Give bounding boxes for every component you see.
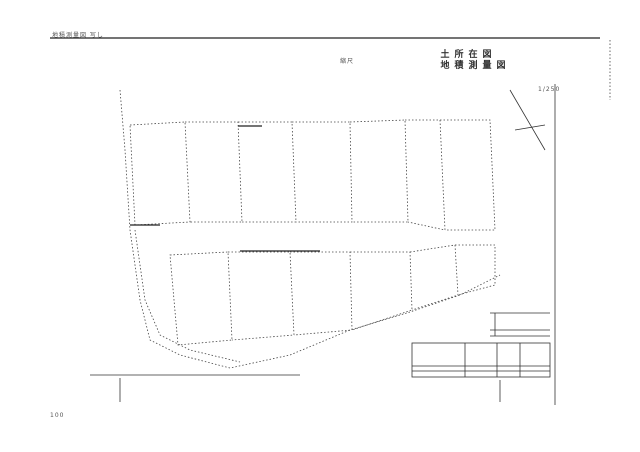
lots-top-row <box>129 119 496 231</box>
surveyor-block <box>90 374 501 402</box>
title-char: 土 <box>440 50 450 60</box>
area-table <box>411 342 551 378</box>
scale-value: 1/250 <box>538 86 561 93</box>
title-char: 図 <box>482 50 492 60</box>
road-boundary <box>119 89 501 369</box>
title-char: 量 <box>482 61 492 71</box>
title-row-1: 土 所 在 図 <box>438 50 494 61</box>
north-arrow-icon <box>509 89 546 151</box>
title-char: 地 <box>440 61 450 71</box>
title-char: 在 <box>468 50 478 60</box>
title-char: 所 <box>454 50 464 60</box>
title-char: 図 <box>496 61 506 71</box>
lots-bottom-row <box>169 244 496 346</box>
page-number: 100 <box>50 412 65 419</box>
title-row-2: 地 積 測 量 図 <box>438 61 508 72</box>
scale-label: 縮尺 <box>340 58 355 65</box>
title-char: 積 <box>454 61 464 71</box>
title-char: 測 <box>468 61 478 71</box>
legend-box <box>490 312 550 337</box>
document-header-caption: 地積測量図 写し <box>52 32 104 39</box>
